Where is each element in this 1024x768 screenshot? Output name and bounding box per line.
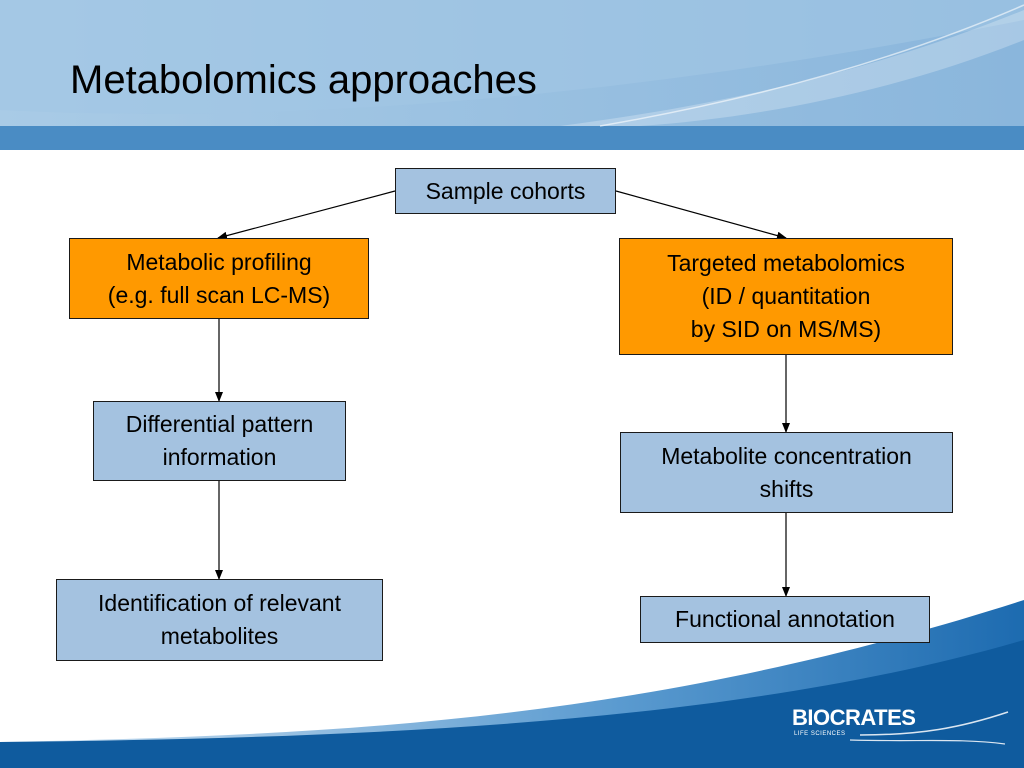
header-wave-light (0, 0, 1024, 114)
arrow-cohorts-to-profiling (217, 190, 396, 240)
node-metabolite-concentration-line-1: Metabolite concentration (661, 442, 912, 469)
node-functional-annotation-line-1: Functional annotation (675, 606, 895, 632)
node-metabolic-profiling-line-2: (e.g. full scan LC-MS) (107, 281, 331, 308)
node-differential-pattern-line-1: Differential pattern (125, 411, 314, 437)
node-differential-pattern: Differential pattern information (93, 401, 346, 481)
node-targeted-metabolomics-line-2: (ID / quantitation (701, 283, 871, 309)
header-bar (0, 126, 1024, 150)
node-targeted-metabolomics-line-3: by SID on MS/MS) (690, 316, 882, 342)
node-identification-line-1: Identification of relevant (98, 590, 341, 616)
biocrates-logo-tagline: LIFE SCIENCES (794, 731, 846, 737)
node-functional-annotation: Functional annotation (640, 596, 930, 643)
header-swoosh-line (599, 4, 1024, 127)
node-sample-cohorts-line-1: Sample cohorts (425, 177, 586, 204)
logo-swoosh (859, 711, 1009, 736)
node-identification: Identification of relevant metabolites (56, 579, 383, 661)
node-targeted-metabolomics: Targeted metabolomics (ID / quantitation… (619, 238, 953, 355)
arrow-cohorts-to-targeted (615, 190, 787, 240)
node-metabolic-profiling-line-1: Metabolic profiling (126, 248, 312, 275)
node-identification-line-2: metabolites (160, 623, 279, 649)
header-swoosh (560, 10, 1024, 126)
node-metabolic-profiling: Metabolic profiling (e.g. full scan LC-M… (69, 238, 369, 319)
footer-wave-dark (0, 640, 1024, 768)
node-metabolite-concentration: Metabolite concentration shifts (620, 432, 953, 513)
slide-title: Metabolomics approaches (70, 58, 537, 102)
logo-swoosh-2 (849, 739, 1006, 745)
node-sample-cohorts: Sample cohorts (395, 168, 616, 214)
node-metabolite-concentration-line-2: shifts (759, 475, 814, 502)
node-targeted-metabolomics-line-1: Targeted metabolomics (667, 250, 905, 276)
biocrates-logo: BIOCRATES (792, 705, 916, 730)
node-differential-pattern-line-2: information (162, 444, 277, 470)
